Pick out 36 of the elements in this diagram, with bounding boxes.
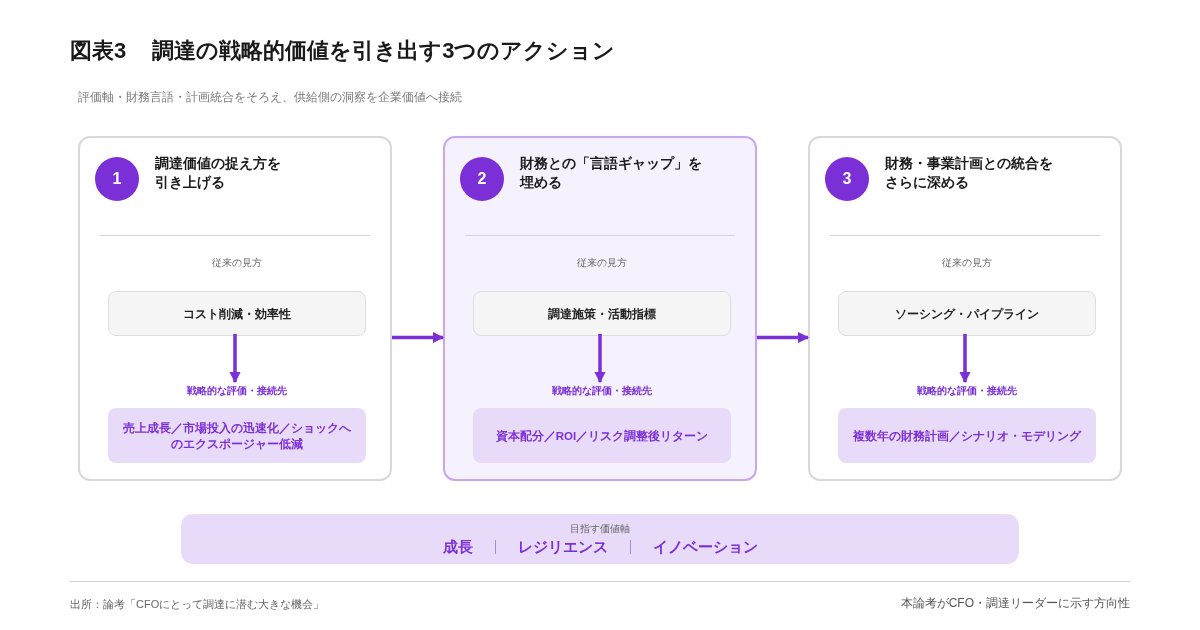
diagram-title: 調達の戦略的価値を引き出す3つのアクション: [152, 37, 616, 65]
section-label: 戦略的な評価・接続先: [187, 384, 287, 398]
section-label: 戦略的な評価・接続先: [917, 384, 1017, 398]
action-card: [808, 136, 1122, 481]
section-label: 従来の見方: [577, 256, 627, 270]
figure-number: 図表3: [70, 37, 127, 65]
value-axis: イノベーション: [652, 536, 758, 557]
arrow: [757, 331, 810, 344]
section-label: 従来の見方: [212, 256, 262, 270]
step-number: 3: [825, 157, 869, 201]
subtitle: 評価軸・財務言語・計画統合をそろえ、供給側の洞察を企業価値へ接続: [78, 89, 462, 106]
card-title: 調達価値の捉え方を引き上げる: [155, 154, 282, 192]
strategic-view-box: 資本配分／ROI／リスク調整後リターン: [473, 408, 731, 463]
section-label: 戦略的な評価・接続先: [552, 384, 652, 398]
action-card: [443, 136, 757, 481]
card-title: 財務・事業計画との統合をさらに深める: [885, 154, 1054, 192]
arrow: [229, 334, 241, 384]
band-heading: 目指す価値軸: [570, 521, 630, 535]
step-number: 2: [460, 157, 504, 201]
current-view-box: コスト削減・効率性: [108, 291, 366, 336]
current-view-box: 調達施策・活動指標: [473, 291, 731, 336]
section-label: 従来の見方: [942, 256, 992, 270]
value-axis: レジリエンス: [517, 536, 608, 557]
strategic-view-box: 複数年の財務計画／シナリオ・モデリング: [838, 408, 1096, 463]
value-axis-band: [181, 514, 1019, 564]
footer-note: 本論考がCFO・調達リーダーに示す方向性: [900, 595, 1130, 611]
current-view-box: ソーシング・パイプライン: [838, 291, 1096, 336]
strategic-view-box: 売上成長／市場投入の迅速化／ショックへのエクスポージャー低減: [108, 408, 366, 463]
arrow: [392, 331, 445, 344]
source-note: 出所：論考「CFOにとって調達に潜む大きな機会」: [70, 597, 325, 612]
arrow: [594, 334, 606, 384]
action-card: [78, 136, 392, 481]
step-number: 1: [95, 157, 139, 201]
card-title: 財務との「言語ギャップ」を埋める: [520, 154, 703, 192]
value-axis: 成長: [442, 536, 473, 557]
arrow: [959, 334, 971, 384]
